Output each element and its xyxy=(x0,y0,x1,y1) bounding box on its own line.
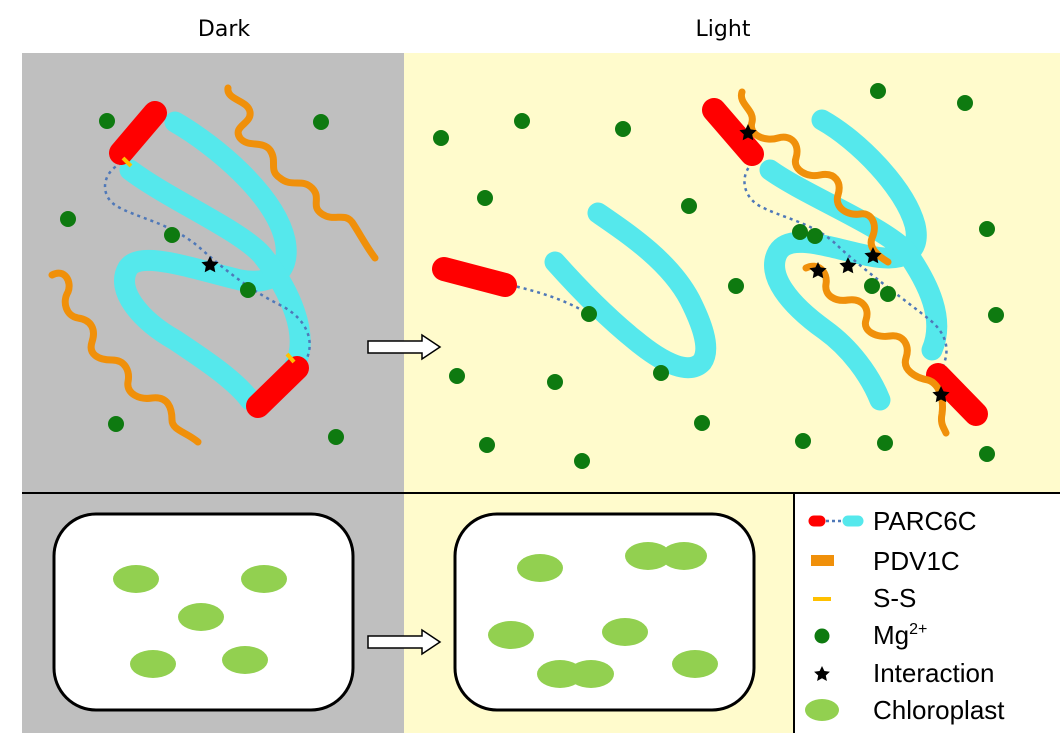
legend-item-pdv1c: PDV1C xyxy=(811,546,960,576)
light-chloroplasts xyxy=(488,542,718,688)
mg-dot xyxy=(514,113,530,129)
dark-pdv1c-1 xyxy=(224,84,379,262)
dark-header: Dark xyxy=(198,17,250,42)
mg-dot xyxy=(581,306,597,322)
dark-interaction-star xyxy=(201,256,219,273)
chloroplast xyxy=(517,554,563,582)
mg-dot xyxy=(313,114,329,130)
mg-dot xyxy=(957,95,973,111)
chloroplast xyxy=(672,650,718,678)
legend-item-mg: Mg2+ xyxy=(814,620,927,650)
light-interaction-stars xyxy=(739,124,950,403)
legend-label-pdv1c: PDV1C xyxy=(873,546,960,576)
legend-chloroplast-swatch xyxy=(805,699,839,721)
mg-dot xyxy=(880,286,896,302)
light-monomer-linker xyxy=(509,283,586,314)
mg-dot xyxy=(99,113,115,129)
mg-dot xyxy=(864,278,880,294)
light-monomer-body xyxy=(544,202,717,379)
mg-dot xyxy=(979,446,995,462)
mg-dot xyxy=(574,453,590,469)
light-monomer-head xyxy=(432,257,517,297)
dark-parc6c-body-a xyxy=(114,111,297,411)
legend-label-parc6c: PARC6C xyxy=(873,506,977,536)
legend-label-interaction: Interaction xyxy=(873,658,994,688)
dark-disulfide-top xyxy=(121,156,133,168)
chloroplast xyxy=(602,618,648,646)
chloroplast xyxy=(113,565,159,593)
legend-item-interaction: Interaction xyxy=(814,658,994,688)
mg-dot xyxy=(870,83,886,99)
transition-arrow-top xyxy=(367,333,442,361)
light-complex-body-a xyxy=(764,109,927,411)
transition-arrow-bottom xyxy=(367,628,442,656)
chloroplast xyxy=(130,650,176,678)
mg-dot xyxy=(479,437,495,453)
dark-pdv1c-group xyxy=(48,84,379,446)
dark-parc6c-head-bottom xyxy=(246,356,309,418)
light-header: Light xyxy=(696,17,751,42)
mg-dot xyxy=(240,282,256,298)
chloroplast xyxy=(568,660,614,688)
light-complex xyxy=(702,98,988,426)
legend-mg-swatch xyxy=(814,628,830,644)
legend-label-chloroplast: Chloroplast xyxy=(873,695,1005,725)
mg-dot xyxy=(60,211,76,227)
dark-mg-dots xyxy=(60,113,344,445)
dark-pdv1c-2 xyxy=(48,269,202,446)
legend-label-mg: Mg2+ xyxy=(873,620,927,650)
mg-dot xyxy=(653,365,669,381)
mg-dot xyxy=(694,415,710,431)
chloroplast xyxy=(222,646,268,674)
dark-linker xyxy=(103,158,311,363)
chloroplast xyxy=(625,542,671,570)
mg-dot xyxy=(615,121,631,137)
dark-disulfide-bottom xyxy=(285,352,296,364)
interaction-star xyxy=(864,247,882,264)
mg-dot xyxy=(449,368,465,384)
mg-dot xyxy=(795,433,811,449)
mg-dot xyxy=(807,228,823,244)
light-pdv1c-2 xyxy=(802,262,950,437)
legend-pdv1c-swatch xyxy=(811,555,834,566)
interaction-star xyxy=(739,124,757,141)
mg-dot xyxy=(979,221,995,237)
mg-dot xyxy=(547,374,563,390)
light-complex-linker xyxy=(743,156,948,369)
mg-dot xyxy=(792,224,808,240)
light-mg-dots xyxy=(433,83,1004,469)
legend-label-ss: S-S xyxy=(873,583,916,613)
mg-dot xyxy=(681,198,697,214)
dark-parc6c-body-b xyxy=(119,159,311,376)
light-complex-head-bottom xyxy=(926,363,988,426)
mg-dot xyxy=(477,190,493,206)
mg-dot xyxy=(433,130,449,146)
mg-dot xyxy=(877,435,893,451)
legend-item-chloroplast: Chloroplast xyxy=(805,695,1005,725)
light-parc6c-monomer xyxy=(432,202,717,379)
legend-item-parc6c: PARC6C xyxy=(808,506,977,536)
legend-item-ss: S-S xyxy=(813,583,916,613)
mg-dot xyxy=(328,429,344,445)
dark-parc6c-dimer xyxy=(103,101,311,418)
chloroplast xyxy=(178,603,224,631)
chloroplast xyxy=(661,542,707,570)
mg-dot xyxy=(164,227,180,243)
interaction-star xyxy=(809,262,827,279)
legend-interaction-swatch xyxy=(814,666,830,681)
interaction-star xyxy=(932,386,950,403)
dark-chloroplasts xyxy=(113,565,287,678)
dark-parc6c-head-top xyxy=(109,101,167,165)
mg-dot xyxy=(728,278,744,294)
legend-panel xyxy=(794,493,1060,733)
legend: PARC6C PDV1C S-S Mg2+ Interaction Chloro… xyxy=(805,506,1005,725)
light-complex-head-top xyxy=(702,98,764,166)
light-complex-body-b xyxy=(759,159,948,361)
mg-dot xyxy=(108,416,124,432)
chloroplast xyxy=(241,565,287,593)
interaction-star xyxy=(839,257,857,274)
chloroplast xyxy=(488,621,534,649)
mg-dot xyxy=(988,307,1004,323)
